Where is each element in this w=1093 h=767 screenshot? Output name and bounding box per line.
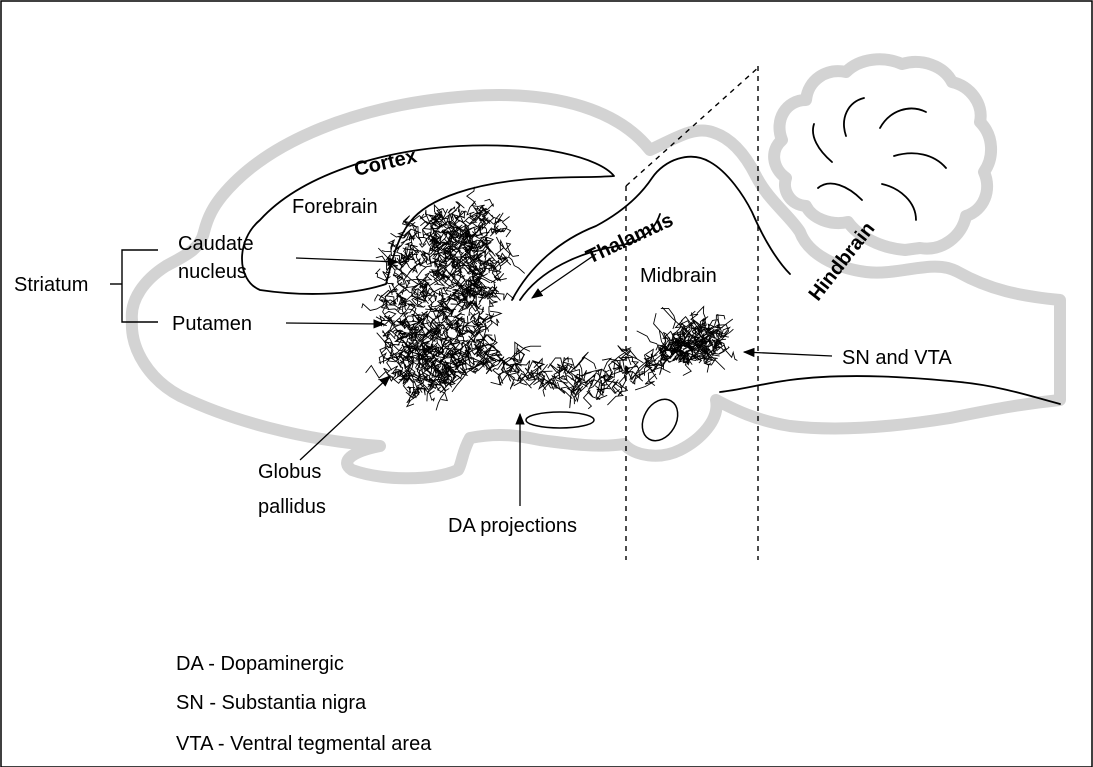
legend: DA - Dopaminergic SN - Substantia nigra … [176,653,432,755]
caudate-label-line1: Caudate [178,233,254,255]
putamen-label: Putamen [172,313,252,335]
legend-item-da: DA - Dopaminergic [176,653,344,675]
sn-vta-label: SN and VTA [842,347,952,369]
cerebellum-outline [774,59,991,250]
da-projections-label: DA projections [448,515,577,537]
caudate-label-line2: nucleus [178,261,247,283]
forebrain-label: Forebrain [292,196,378,218]
midbrain-label: Midbrain [640,265,717,287]
legend-item-sn: SN - Substantia nigra [176,692,367,714]
globus-pallidus-label-line2: pallidus [258,496,326,518]
striatum-label: Striatum [14,274,88,296]
globus-pallidus-label-line1: Globus [258,461,321,483]
legend-item-vta: VTA - Ventral tegmental area [176,733,432,755]
